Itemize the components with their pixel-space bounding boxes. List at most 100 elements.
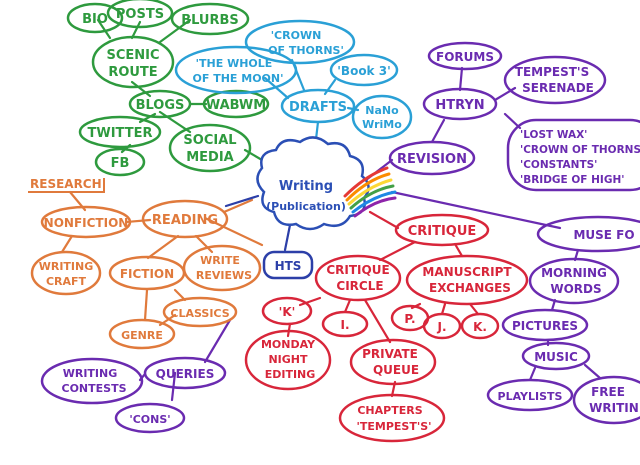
tempests-serenade-label-1: TEMPEST'S [515,65,589,79]
whole-moon-label-2: OF THE MOON' [193,72,284,85]
posts-label: POSTS [116,7,164,22]
muse-fodder-label: MUSE FO [573,228,634,242]
j-label: J. [436,320,446,334]
node-bio[interactable]: BIO [66,2,124,34]
hts-label: HTS [275,259,302,273]
node-reading[interactable]: READING [141,199,229,239]
node-p[interactable]: P. [390,304,430,332]
scenic-route-label-2: ROUTE [108,65,157,80]
node-writing-craft[interactable]: WRITING CRAFT [30,250,102,296]
morning-words-label-2: WORDS [550,282,601,296]
manuscript-exchanges-label-1: MANUSCRIPT [422,265,512,279]
node-critique-circle[interactable]: CRITIQUE CIRCLE [314,254,402,302]
node-morning-words[interactable]: MORNING WORDS [528,257,620,305]
navy-connectors [224,194,292,252]
reading-label: READING [152,213,218,228]
node-private-queue[interactable]: PRIVATE QUEUE [349,338,437,386]
node-wabwm[interactable]: WABWM [202,89,270,119]
blurbs-label: BLURBS [181,13,239,28]
node-classics[interactable]: CLASSICS [162,296,238,328]
node-pictures[interactable]: PICTURES [501,308,589,342]
i-label: I. [340,318,349,332]
node-book-3[interactable]: 'Book 3' [329,53,399,87]
write-reviews-label-1: WRITE [200,254,240,267]
tempests-serenade-label-2: SERENADE [522,81,594,95]
node-blogs[interactable]: BLOGS [128,89,192,119]
node-chapters-tempests[interactable]: CHAPTERS 'TEMPEST'S' [338,393,446,443]
node-posts[interactable]: POSTS [106,0,174,29]
node-playlists[interactable]: PLAYLISTS [486,378,574,412]
writing-contests-label-2: CONTESTS [62,382,127,395]
cons-label: 'CONS' [129,413,170,426]
node-queries[interactable]: QUERIES [143,356,227,390]
center-node-writing-publication[interactable]: Writing (Publication) [256,136,397,231]
reading-cluster: RESEARCH NONFICTION READING WRITING CRAF… [28,177,262,350]
write-reviews-label-2: REVIEWS [196,269,252,282]
morning-words-label-1: MORNING [541,266,607,280]
private-queue-label-2: QUEUE [373,363,419,377]
node-htryn[interactable]: HTRYN [422,87,498,121]
node-free-writing[interactable]: FREE WRITIN [572,375,640,425]
node-writing-contests[interactable]: WRITING CONTESTS [40,357,144,405]
node-whole-of-the-moon[interactable]: 'THE WHOLE OF THE MOON' [174,45,298,95]
pictures-label: PICTURES [512,319,578,333]
chapters-tempests-label-2: 'TEMPEST'S' [357,420,432,433]
playlists-label: PLAYLISTS [498,390,563,403]
critique-cluster: CRITIQUE CRITIQUE CIRCLE MANUSCRIPT EXCH… [244,213,529,443]
node-revision[interactable]: REVISION [388,140,476,176]
node-revision-list[interactable]: 'LOST WAX' 'CROWN OF THORNS' 'CONSTANTS'… [506,118,640,192]
node-drafts[interactable]: DRAFTS [280,88,356,124]
node-blurbs[interactable]: BLURBS [170,2,250,36]
red-connectors [286,210,480,398]
k-quoted-label: 'K' [279,305,296,319]
social-media-label-1: SOCIAL [183,133,236,148]
bio-label: BIO [82,12,108,27]
monday-night-editing-label-1: MONDAY [261,338,316,351]
node-cons[interactable]: 'CONS' [114,402,186,434]
node-tempests-serenade[interactable]: TEMPEST'S SERENADE [503,55,607,105]
node-hts[interactable]: HTS [262,250,314,280]
node-twitter[interactable]: TWITTER [78,115,162,149]
node-k-quoted[interactable]: 'K' [261,296,313,326]
node-fiction[interactable]: FICTION [108,255,186,291]
social-media-cluster: BIO POSTS BLURBS SCENIC ROUTE BLOGS WABW… [66,0,270,177]
p-label: P. [404,312,415,326]
node-manuscript-exchanges[interactable]: MANUSCRIPT EXCHANGES [405,254,529,306]
drafts-cluster: 'CROWN OF THORNS' 'THE WHOLE OF THE MOON… [174,19,413,140]
drafts-label: DRAFTS [289,100,347,115]
rainbow-swoosh-icon [343,166,397,218]
scenic-route-label-1: SCENIC [106,48,159,63]
node-muse-fodder[interactable]: MUSE FO [536,215,640,253]
node-monday-night-editing[interactable]: MONDAY NIGHT EDITING [244,329,332,391]
revision-list-item-4: 'BRIDGE OF HIGH' [520,174,624,186]
node-k[interactable]: K. [460,312,500,340]
node-fb[interactable]: FB [94,147,146,177]
node-nanowrimo[interactable]: NaNo WriMo [351,94,413,140]
private-queue-label-1: PRIVATE [362,347,418,361]
node-music[interactable]: MUSIC [521,341,591,371]
genre-label: GENRE [121,329,163,342]
nanowrimo-label-2: WriMo [362,118,402,131]
node-nonfiction[interactable]: NONFICTION [40,205,132,239]
node-research[interactable]: RESEARCH [28,177,105,193]
node-scenic-route[interactable]: SCENIC ROUTE [91,35,175,89]
node-social-media[interactable]: SOCIAL MEDIA [168,123,252,173]
revision-label: REVISION [397,152,467,167]
node-i[interactable]: I. [321,310,369,338]
k-label: K. [473,320,487,334]
nonfiction-label: NONFICTION [44,216,129,230]
node-j[interactable]: J. [422,312,462,340]
node-genre[interactable]: GENRE [108,318,176,350]
node-critique[interactable]: CRITIQUE [394,213,490,247]
writing-contests-label-1: WRITING [63,367,118,380]
wabwm-label: WABWM [206,98,266,113]
node-write-reviews[interactable]: WRITE REVIEWS [182,244,262,292]
fiction-label: FICTION [120,267,174,281]
muse-fodder-cluster: MUSE FO MORNING WORDS PICTURES MUSIC PLA… [486,215,640,425]
node-crown-of-thorns[interactable]: 'CROWN OF THORNS' [244,19,356,65]
node-forums[interactable]: FORUMS [427,41,503,71]
green-connectors [96,18,264,162]
blogs-label: BLOGS [136,98,185,113]
htryn-label: HTRYN [435,98,484,113]
